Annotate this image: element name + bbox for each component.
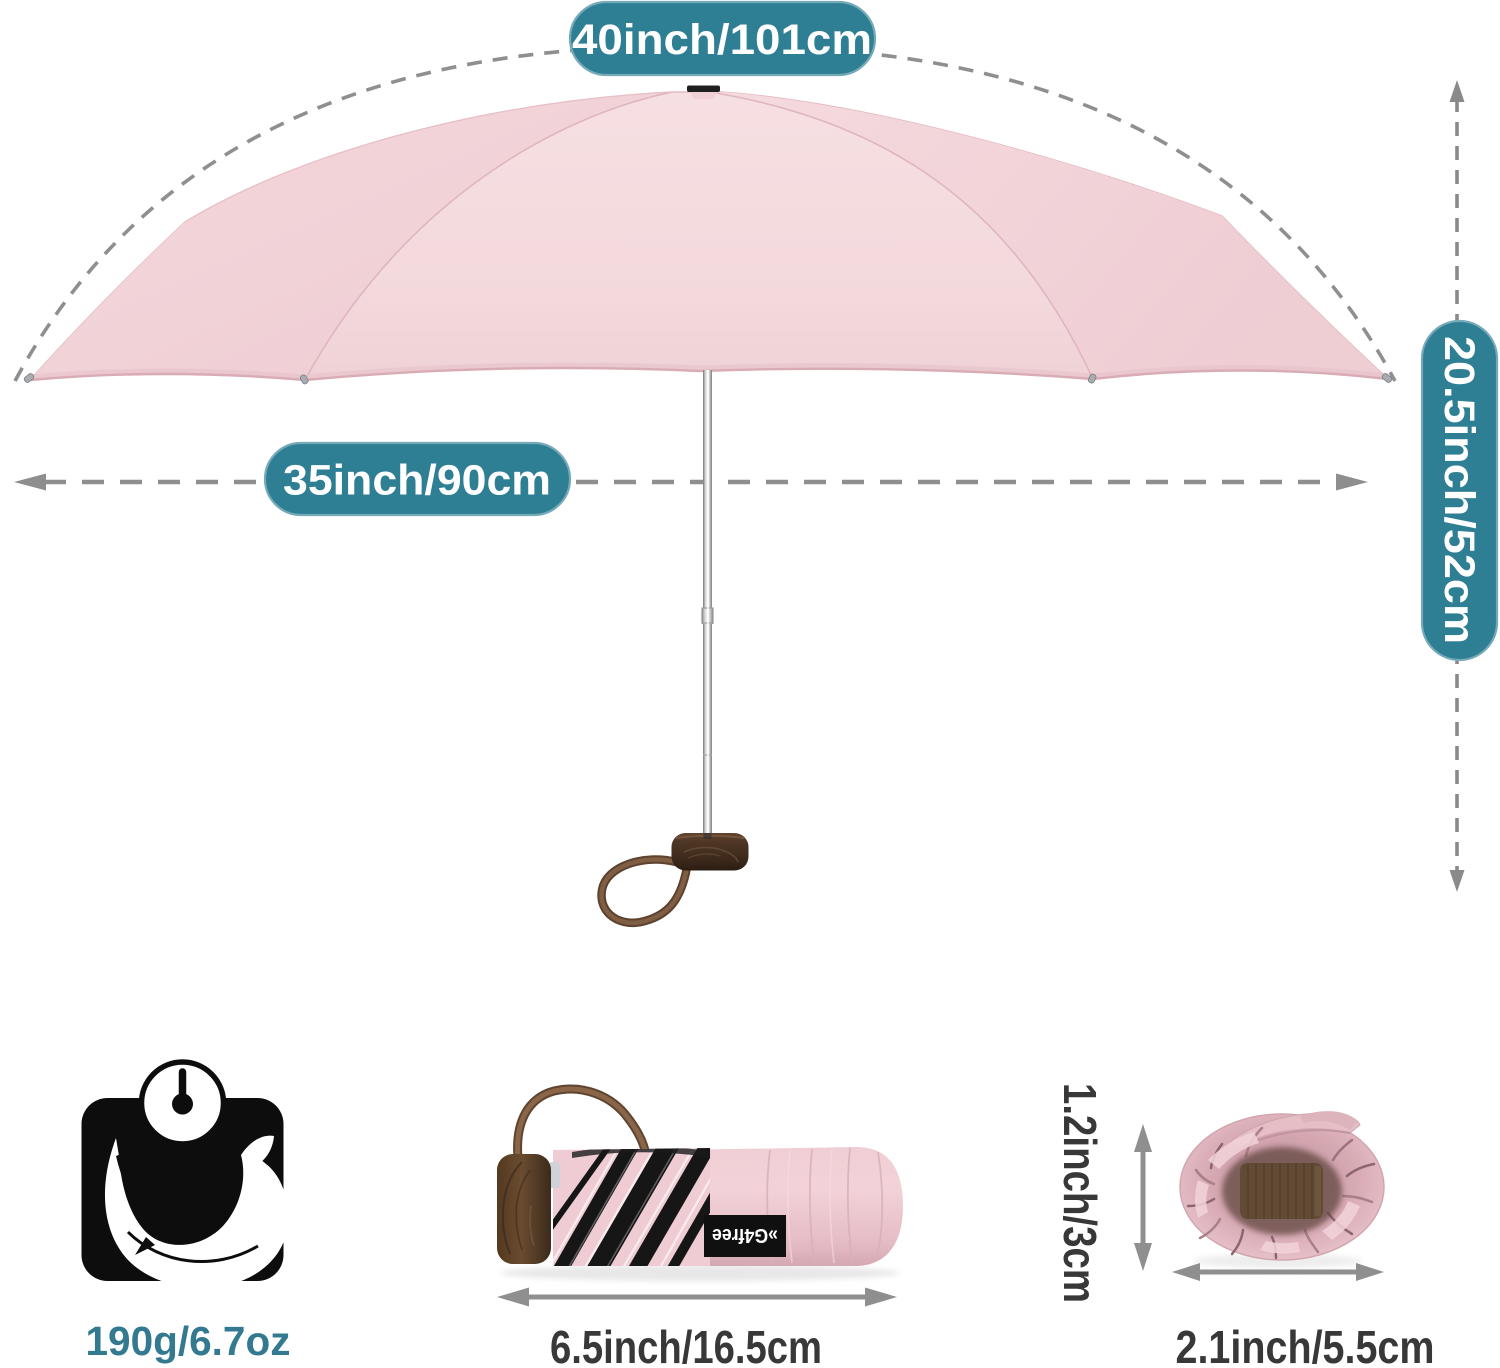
svg-text:»G4free: »G4free (712, 1224, 778, 1246)
svg-text:2.1inch/5.5cm: 2.1inch/5.5cm (1176, 1321, 1435, 1368)
svg-text:35inch/90cm: 35inch/90cm (283, 457, 551, 505)
svg-text:20.5inch/52cm: 20.5inch/52cm (1435, 336, 1483, 644)
svg-text:190g/6.7oz: 190g/6.7oz (86, 1318, 291, 1364)
svg-text:6.5inch/16.5cm: 6.5inch/16.5cm (550, 1321, 822, 1368)
svg-text:1.2inch/3cm: 1.2inch/3cm (1054, 1083, 1106, 1303)
svg-text:40inch/101cm: 40inch/101cm (572, 16, 872, 64)
